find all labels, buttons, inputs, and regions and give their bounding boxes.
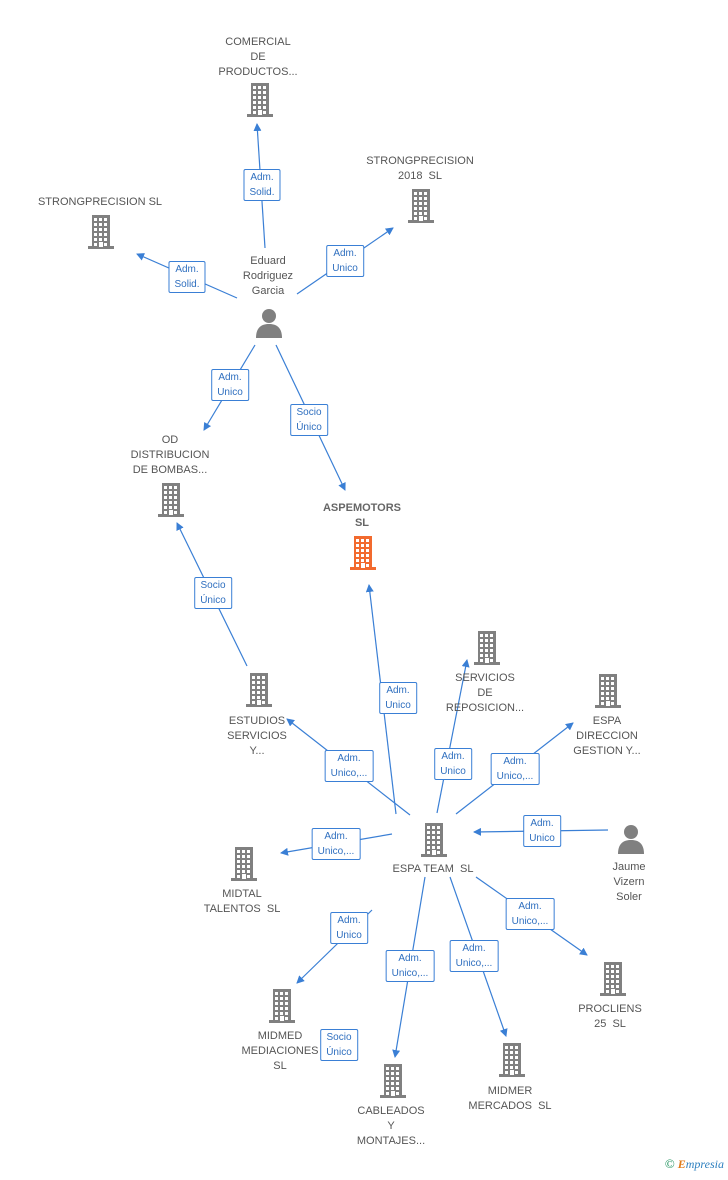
building-icon-od[interactable]: [158, 483, 184, 522]
brand-initial: E: [677, 1157, 686, 1171]
role-badge-eduard-strongprecision2018: Adm. Unico: [326, 245, 364, 277]
building-icon-strongprecision2018[interactable]: [408, 189, 434, 228]
copyright-symbol: ©: [664, 1156, 675, 1171]
node-label-od[interactable]: OD DISTRIBUCION DE BOMBAS...: [130, 434, 210, 476]
node-label-strongprecisionsl[interactable]: STRONGPRECISION SL: [37, 196, 163, 208]
role-badge-jaume-espateam: Adm. Unico: [523, 815, 561, 847]
node-label-procliens[interactable]: PROCLIENS 25 SL: [578, 1003, 642, 1030]
node-label-jaume[interactable]: Jaume Vizern Soler: [612, 861, 646, 903]
building-icon-midmer[interactable]: [499, 1043, 525, 1082]
building-icon-comercial[interactable]: [247, 83, 273, 122]
building-icon-espateam[interactable]: [421, 823, 447, 862]
building-icon-espadireccion[interactable]: [595, 674, 621, 713]
role-badge-espateam-aspemotors: Adm. Unico: [379, 682, 417, 714]
node-label-estudios[interactable]: ESTUDIOS SERVICIOS Y...: [227, 715, 287, 757]
role-badge-espateam-espadireccion: Adm. Unico,...: [490, 753, 540, 785]
role-badge-eduard-comercial: Adm. Solid.: [243, 169, 281, 201]
building-icon-strongprecisionsl[interactable]: [88, 215, 114, 254]
node-label-comercial[interactable]: COMERCIAL DE PRODUCTOS...: [218, 36, 298, 78]
role-badge-espateam-midtal: Adm. Unico,...: [311, 828, 361, 860]
node-label-strongprecision2018[interactable]: STRONGPRECISION 2018 SL: [366, 155, 474, 182]
role-badge-eduard-od: Adm. Unico: [211, 369, 249, 401]
building-icon-aspemotors[interactable]: [350, 536, 376, 575]
building-icon-midtal[interactable]: [231, 847, 257, 886]
node-label-espadireccion[interactable]: ESPA DIRECCION GESTION Y...: [573, 715, 641, 757]
role-badge-espateam-cableados: Adm. Unico,...: [385, 950, 435, 982]
person-icon-jaume[interactable]: [617, 824, 645, 859]
node-label-midmer[interactable]: MIDMER MERCADOS SL: [468, 1085, 552, 1112]
building-icon-midmed[interactable]: [269, 989, 295, 1028]
person-icon-eduard[interactable]: [255, 308, 283, 343]
role-badge-espateam-midmer: Adm. Unico,...: [449, 940, 499, 972]
brand-name: mpresia: [685, 1157, 724, 1171]
node-label-eduard[interactable]: Eduard Rodriguez Garcia: [242, 255, 294, 297]
edge-espateam-servicios: [436, 659, 470, 814]
role-badge-midmed-midmed: Socio Único: [320, 1029, 358, 1061]
role-badge-espateam-estudios: Adm. Unico,...: [324, 750, 374, 782]
role-badge-espateam-procliens: Adm. Unico,...: [505, 898, 555, 930]
role-badge-eduard-strongprecisionsl: Adm. Solid.: [168, 261, 206, 293]
node-label-cableados[interactable]: CABLEADOS Y MONTAJES...: [356, 1105, 426, 1147]
node-label-midmed[interactable]: MIDMED MEDIACIONES SL: [241, 1030, 319, 1072]
role-badge-estudios-od: Socio Único: [194, 577, 232, 609]
building-icon-servicios[interactable]: [474, 631, 500, 670]
node-label-aspemotors[interactable]: ASPEMOTORS SL: [322, 502, 402, 529]
footer-brand: © Empresia: [665, 1156, 724, 1172]
role-badge-espateam-servicios: Adm. Unico: [434, 748, 472, 780]
building-icon-cableados[interactable]: [380, 1064, 406, 1103]
role-badge-espateam-midmed: Adm. Unico: [330, 912, 368, 944]
node-label-midtal[interactable]: MIDTAL TALENTOS SL: [203, 888, 281, 915]
building-icon-estudios[interactable]: [246, 673, 272, 712]
role-badge-eduard-aspemotors: Socio Único: [290, 404, 328, 436]
node-label-servicios[interactable]: SERVICIOS DE REPOSICION...: [445, 672, 525, 714]
node-label-espateam[interactable]: ESPA TEAM SL: [392, 863, 474, 875]
building-icon-procliens[interactable]: [600, 962, 626, 1001]
